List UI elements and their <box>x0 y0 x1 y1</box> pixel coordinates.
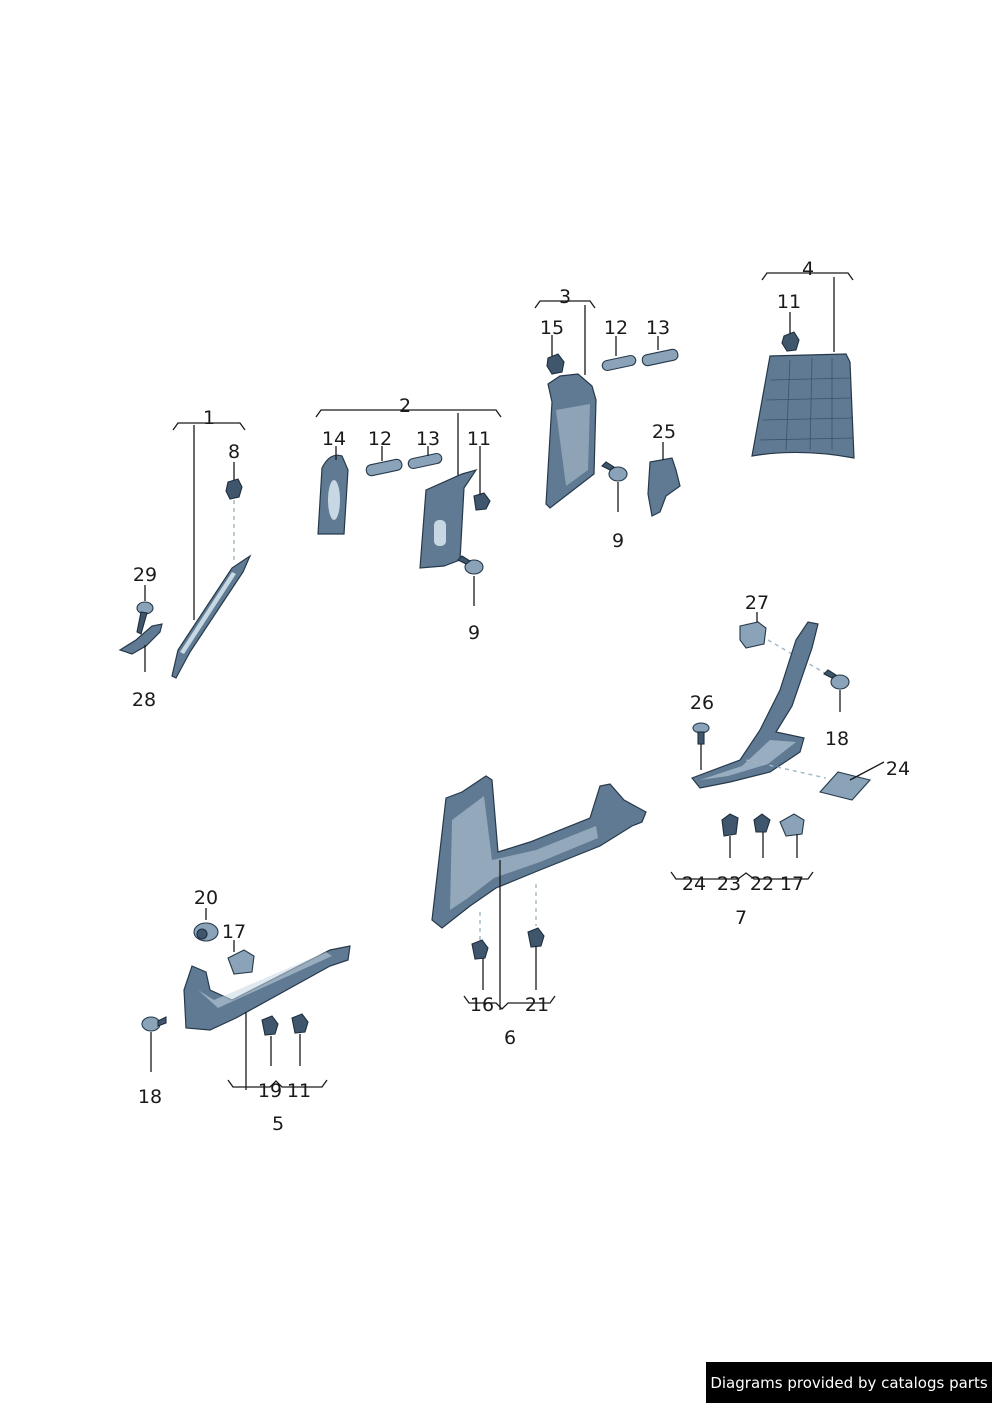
vent-14 <box>317 454 349 535</box>
screw-29 <box>136 601 154 635</box>
callout-5: 5 <box>272 1113 284 1135</box>
callout-26: 26 <box>690 692 714 714</box>
callout-8: 8 <box>228 441 240 463</box>
callout-3: 3 <box>559 286 571 308</box>
callout-23: 23 <box>717 873 741 895</box>
callout-14: 14 <box>322 428 346 450</box>
callout-29: 29 <box>133 564 157 586</box>
callout-16: 16 <box>470 994 494 1016</box>
callout-21: 21 <box>525 994 549 1016</box>
clip-11b <box>781 331 800 352</box>
callout-18b: 18 <box>138 1086 162 1108</box>
clip-8 <box>225 478 243 500</box>
callout-4: 4 <box>802 258 814 280</box>
bracket-28 <box>118 623 163 655</box>
clip-21 <box>527 927 545 948</box>
screw-9b <box>601 461 628 482</box>
clip-11c <box>291 1013 309 1034</box>
clip-22 <box>753 813 771 833</box>
cap-13b <box>641 348 679 367</box>
trim-panel-4 <box>751 353 855 459</box>
sill-trim-5 <box>183 945 351 1031</box>
group-1 <box>118 422 252 679</box>
clip-19 <box>261 1015 279 1036</box>
callout-17a: 17 <box>780 873 804 895</box>
callout-17b: 17 <box>222 921 246 943</box>
callout-24a: 24 <box>886 758 910 780</box>
clip-11a <box>473 492 491 511</box>
clip-26 <box>692 722 710 745</box>
group-4 <box>751 272 855 459</box>
callout-labels: 1 8 29 28 2 14 12 13 11 9 3 15 12 13 25 … <box>132 258 910 1135</box>
callout-11a: 11 <box>467 428 491 450</box>
callout-27: 27 <box>745 592 769 614</box>
clip-16 <box>471 939 489 960</box>
group-7 <box>670 612 885 880</box>
callout-9a: 9 <box>468 622 480 644</box>
cap-12 <box>365 458 403 477</box>
callout-13a: 13 <box>416 428 440 450</box>
callout-28: 28 <box>132 689 156 711</box>
grommet-20 <box>193 922 219 942</box>
credit-banner: Diagrams provided by catalogs parts <box>706 1362 992 1403</box>
cap-13 <box>407 452 443 470</box>
group-6 <box>431 775 647 1010</box>
group-2 <box>315 409 502 606</box>
callout-18a: 18 <box>825 728 849 750</box>
clip-24b <box>721 813 739 837</box>
clip-15 <box>546 353 565 375</box>
callout-6: 6 <box>504 1027 516 1049</box>
clip-17b <box>227 949 255 975</box>
clip-27 <box>739 621 767 649</box>
screw-9a <box>457 555 484 575</box>
group-3 <box>534 300 681 517</box>
callout-20: 20 <box>194 887 218 909</box>
b-pillar-upper-trim <box>419 468 478 569</box>
callout-1: 1 <box>203 407 215 429</box>
bracket-25 <box>647 457 681 517</box>
callout-12a: 12 <box>368 428 392 450</box>
clip-17a <box>779 813 805 837</box>
callout-12b: 12 <box>604 317 628 339</box>
callout-9b: 9 <box>612 530 624 552</box>
screw-18b <box>141 1016 167 1032</box>
callout-11b: 11 <box>777 291 801 313</box>
b-pillar-lower-trim <box>545 373 597 509</box>
callout-11c: 11 <box>287 1080 311 1102</box>
a-pillar-trim <box>171 554 252 679</box>
callout-13b: 13 <box>646 317 670 339</box>
callout-19: 19 <box>258 1080 282 1102</box>
screw-18a <box>823 669 850 690</box>
callout-25: 25 <box>652 421 676 443</box>
group-5 <box>141 908 351 1090</box>
callout-7: 7 <box>735 907 747 929</box>
callout-2: 2 <box>399 395 411 417</box>
callout-24b: 24 <box>682 873 706 895</box>
cap-12b <box>601 354 637 372</box>
callout-22: 22 <box>750 873 774 895</box>
callout-15: 15 <box>540 317 564 339</box>
pad-24 <box>818 771 872 801</box>
